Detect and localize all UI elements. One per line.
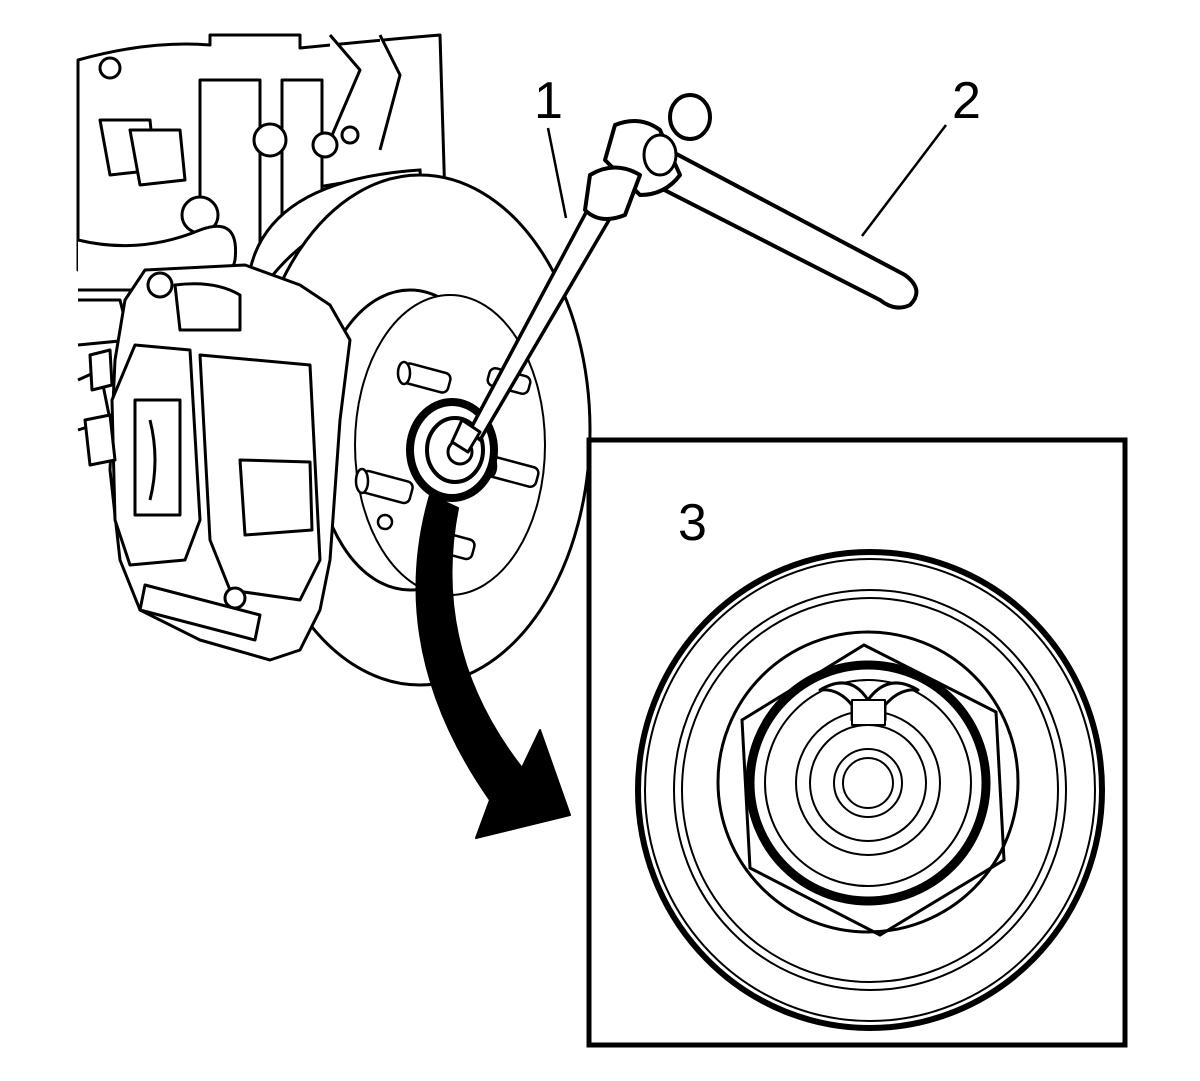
inset-hub-nut-detail [635,549,1105,1031]
chisel-tool [450,165,642,454]
leader-line-1 [546,127,568,219]
wheel-stud-upper-left [396,360,452,394]
callout-2: 2 [952,72,981,130]
inset-stake-notch [818,681,920,726]
leader-line-2 [861,124,947,237]
callout-1: 1 [534,72,563,130]
wheel-stud-lower-left [354,467,414,505]
callout-3: 3 [678,494,707,552]
detail-arrow-icon [415,494,571,839]
callout-labels: 1 2 3 [534,72,981,552]
inset-frame [586,437,1128,1048]
suspension-strut-assembly [76,33,447,432]
brake-caliper [83,263,352,662]
rotor-hole [376,513,394,531]
detail-inset [586,437,1128,1048]
ball-peen-hammer [603,93,919,310]
